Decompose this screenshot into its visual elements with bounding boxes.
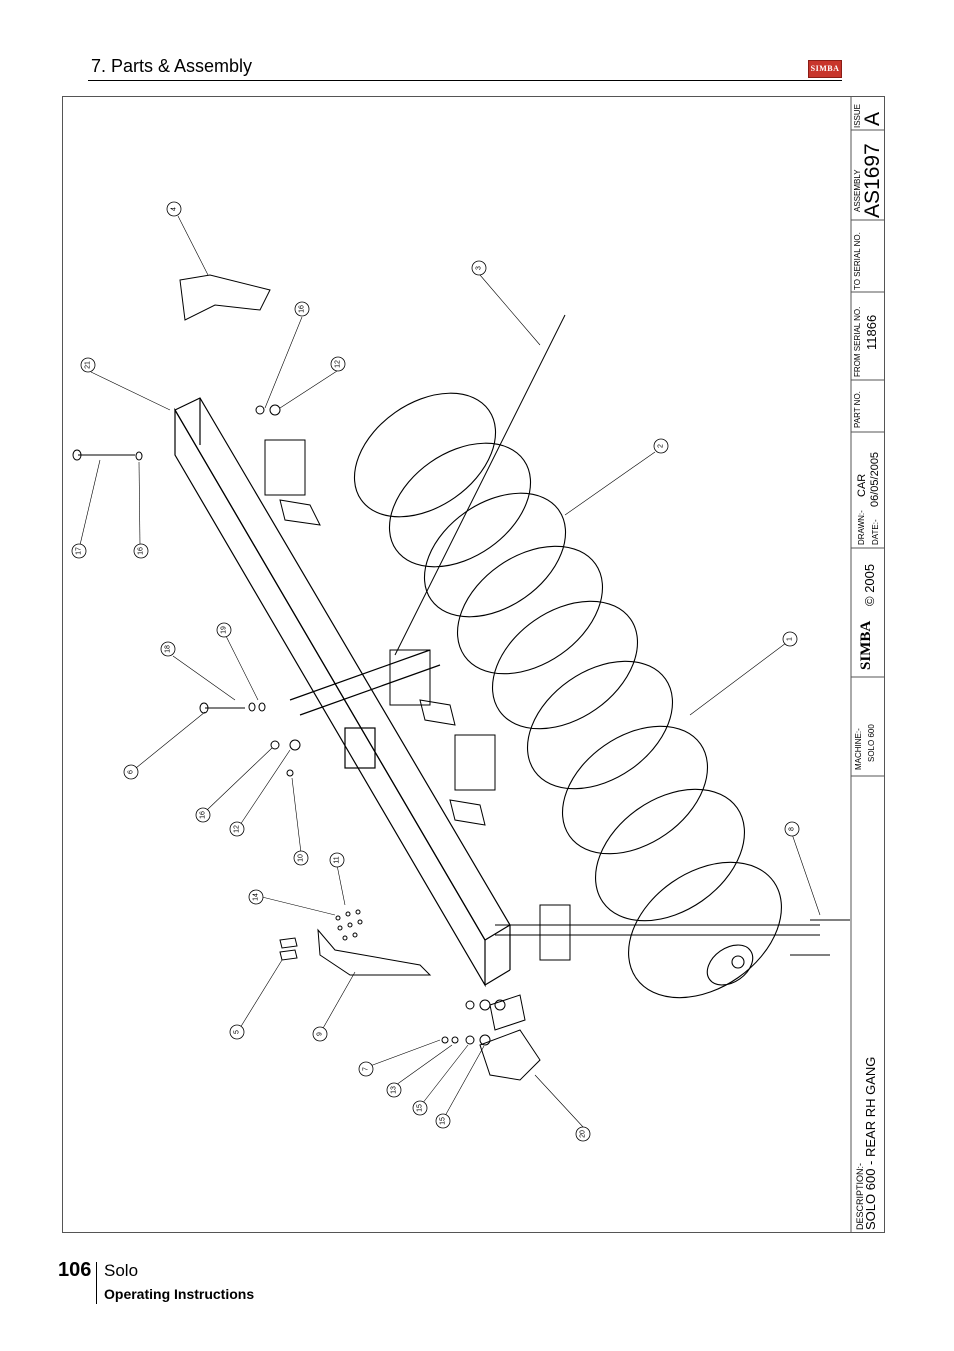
svg-text:1: 1 (787, 637, 794, 641)
svg-text:7: 7 (363, 1067, 370, 1071)
svg-text:2: 2 (658, 444, 665, 448)
machine-value: SOLO 600 (867, 724, 876, 762)
callout-15b: 15 (435, 1113, 451, 1129)
callout-16a: 16 (294, 301, 310, 317)
callout-bubbles: 4 3 16 12 21 2 17 16 19 18 1 6 16 12 8 1… (71, 201, 800, 1142)
svg-text:13: 13 (391, 1086, 398, 1094)
callout-18: 18 (160, 641, 176, 657)
svg-text:14: 14 (253, 893, 260, 901)
callout-5: 5 (229, 1024, 245, 1040)
date-value: 06/05/2005 (869, 451, 881, 507)
simba-brand: SIMBA (858, 620, 874, 670)
svg-text:16: 16 (200, 811, 207, 819)
svg-text:16: 16 (138, 547, 145, 555)
svg-text:11: 11 (334, 856, 341, 863)
header-rule (88, 80, 842, 81)
svg-text:6: 6 (128, 770, 135, 774)
callout-11: 11 (329, 852, 345, 868)
svg-text:12: 12 (335, 360, 342, 368)
callout-14: 14 (248, 889, 264, 905)
simba-logo: SIMBA (808, 60, 842, 78)
callout-15a: 15 (412, 1100, 428, 1116)
drawn-value: CAR (856, 473, 868, 497)
logo-text: SIMBA (810, 64, 840, 73)
svg-text:16: 16 (299, 305, 306, 313)
callout-17: 17 (71, 543, 87, 559)
svg-text:18: 18 (165, 645, 172, 653)
part-no-label: PART NO. (853, 391, 862, 428)
drawing-frame (62, 96, 885, 1233)
callout-1: 1 (782, 631, 798, 647)
svg-text:8: 8 (789, 827, 796, 831)
callout-2: 2 (653, 438, 669, 454)
svg-text:15: 15 (417, 1104, 424, 1112)
svg-text:9: 9 (317, 1032, 324, 1036)
svg-text:12: 12 (234, 825, 241, 833)
description-value: SOLO 600 - REAR RH GANG (863, 1056, 878, 1230)
scraper-brackets (179, 274, 571, 1081)
callout-4: 4 (166, 201, 182, 217)
svg-text:5: 5 (234, 1030, 241, 1034)
gang-shaft (394, 314, 820, 936)
callout-16c: 16 (195, 807, 211, 823)
svg-text:20: 20 (580, 1130, 587, 1138)
svg-text:21: 21 (85, 361, 92, 369)
main-beam (174, 397, 511, 988)
callout-21: 21 (80, 357, 96, 373)
title-block-grid (850, 97, 884, 1232)
callout-10: 10 (293, 850, 309, 866)
disc-gang (353, 392, 782, 999)
page-number: 106 (58, 1259, 92, 1281)
svg-text:19: 19 (221, 626, 228, 634)
callout-19: 19 (216, 622, 232, 638)
machine-label: MACHINE:- (854, 728, 863, 770)
issue-value: A (861, 111, 884, 126)
assembly-value: AS1697 (861, 143, 884, 218)
callout-13: 13 (386, 1082, 402, 1098)
callout-16b: 16 (133, 543, 149, 559)
callout-8: 8 (784, 821, 800, 837)
callout-12b: 12 (229, 821, 245, 837)
document-subtitle: Operating Instructions (104, 1286, 255, 1302)
callout-12a: 12 (330, 356, 346, 372)
callout-3: 3 (471, 260, 487, 276)
from-serial-value: 11866 (864, 314, 879, 350)
leader-lines (79, 215, 821, 1129)
fasteners (72, 404, 850, 1046)
callout-6: 6 (123, 764, 139, 780)
svg-text:3: 3 (476, 266, 483, 270)
callout-9: 9 (312, 1026, 328, 1042)
date-label: DATE:- (871, 519, 880, 545)
svg-text:17: 17 (76, 547, 83, 555)
svg-text:4: 4 (171, 207, 178, 211)
to-serial-label: TO SERIAL NO. (853, 232, 862, 290)
svg-text:10: 10 (298, 854, 305, 862)
product-name: Solo (104, 1261, 139, 1280)
from-serial-label: FROM SERIAL NO. (853, 306, 862, 377)
copyright: © 2005 (862, 563, 877, 606)
callout-20: 20 (575, 1126, 591, 1142)
footer-rule (96, 1262, 97, 1304)
callout-7: 7 (358, 1061, 374, 1077)
drawn-label: DRAWN:- (857, 510, 866, 545)
section-title: 7. Parts & Assembly (91, 56, 253, 76)
svg-text:15: 15 (440, 1117, 447, 1125)
